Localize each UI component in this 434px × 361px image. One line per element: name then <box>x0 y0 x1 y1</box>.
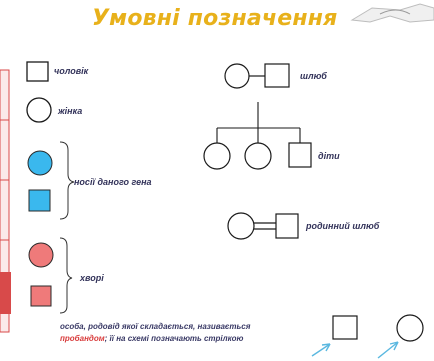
proband-description-tail: ; її на схемі позначають стрілкою <box>104 334 244 343</box>
proband-male-symbol <box>311 315 358 357</box>
proband-term: пробандом <box>60 334 105 343</box>
proband-female-symbol <box>377 314 424 359</box>
male-symbol <box>26 61 49 82</box>
left-sidebar-decoration <box>0 69 11 333</box>
carrier-male-symbol <box>28 189 51 212</box>
legend-title: Умовні позначення <box>92 6 338 31</box>
children-symbol <box>203 102 312 170</box>
female-label: жінка <box>58 106 83 116</box>
consanguineous-label: родинний шлюб <box>306 221 380 231</box>
affected-brace <box>59 237 73 314</box>
corner-decoration <box>350 3 434 23</box>
consanguineous-marriage-symbol <box>227 212 299 240</box>
proband-description-line1: особа, родовід якої складається, називає… <box>60 322 251 331</box>
children-label: діти <box>318 151 340 161</box>
male-label: чоловік <box>54 66 89 76</box>
marriage-symbol <box>224 63 290 89</box>
female-symbol <box>26 97 52 123</box>
affected-male-symbol <box>30 285 52 307</box>
proband-description-line2: пробандом; її на схемі позначають стрілк… <box>60 334 330 343</box>
carrier-label: носії даного гена <box>74 177 152 187</box>
carrier-brace <box>59 141 75 220</box>
affected-label: хворі <box>80 273 104 283</box>
affected-female-symbol <box>28 242 54 268</box>
carrier-female-symbol <box>27 150 53 176</box>
marriage-label: шлюб <box>300 71 327 81</box>
